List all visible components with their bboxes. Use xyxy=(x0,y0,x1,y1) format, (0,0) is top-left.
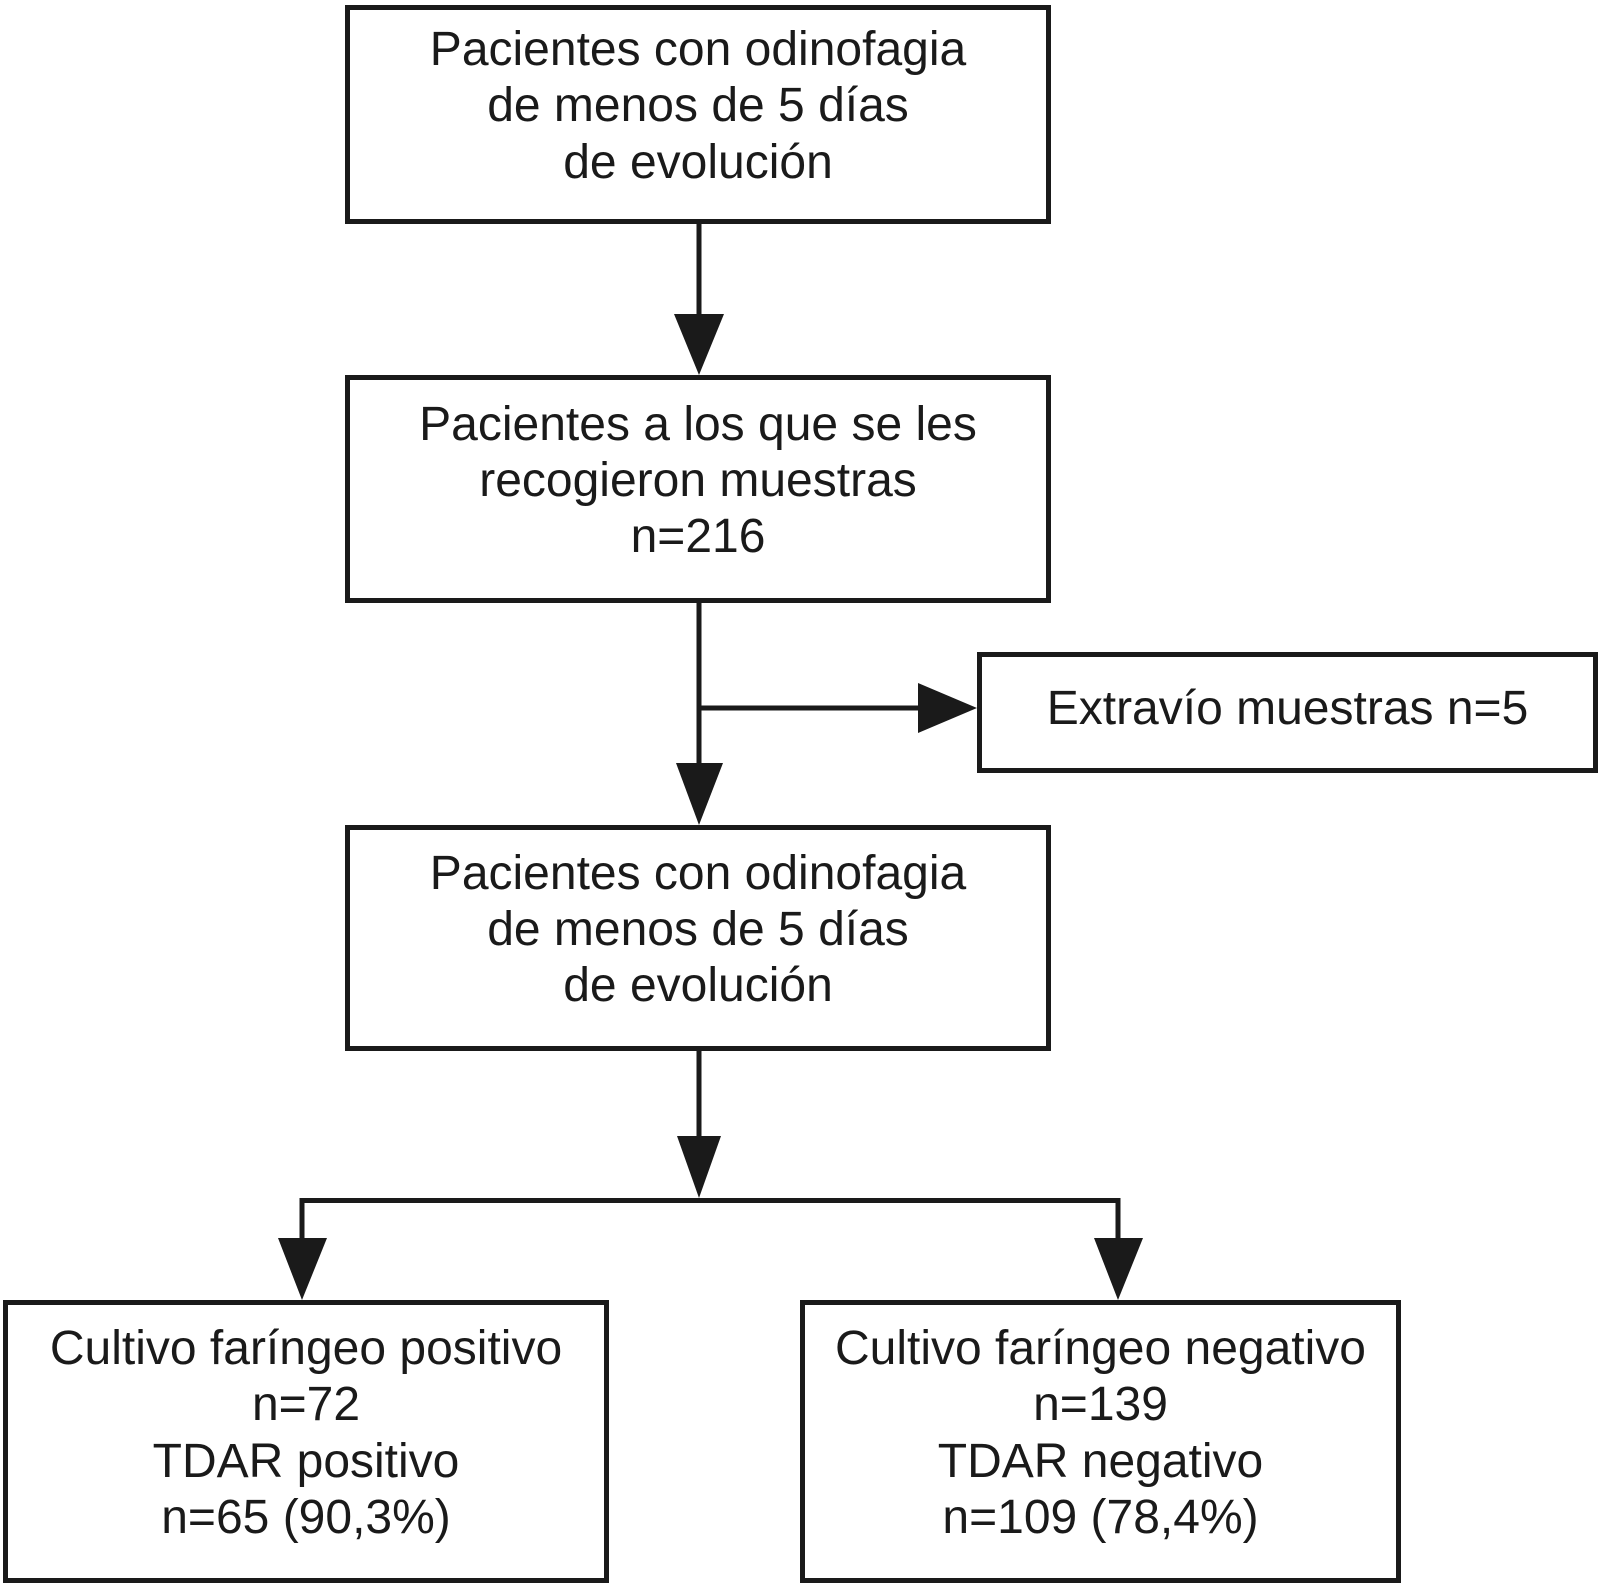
box-text-line: n=216 xyxy=(630,510,766,564)
arrow-to-extravio xyxy=(699,683,977,733)
arrow-top-to-samples xyxy=(674,222,724,375)
box-text-line: Pacientes a los que se les xyxy=(419,397,977,451)
box-text-line: TDAR negativo xyxy=(937,1434,1264,1488)
flow-box-extravio-muestras: Extravío muestras n=5 xyxy=(977,652,1598,773)
arrow-analyzed-to-split xyxy=(677,1049,721,1198)
flow-box-cultivo-negativo: Cultivo faríngeo negativo n=139 TDAR neg… xyxy=(800,1300,1401,1583)
flow-box-cultivo-positivo: Cultivo faríngeo positivo n=72 TDAR posi… xyxy=(3,1300,609,1583)
box-text-line: de menos de 5 días xyxy=(487,902,909,956)
flow-box-pacientes-odinofagia-analizados: Pacientes con odinofagia de menos de 5 d… xyxy=(345,825,1051,1051)
box-text-line: de evolución xyxy=(563,135,833,189)
arrow-split-to-negative xyxy=(1094,1238,1143,1300)
flow-box-muestras-recogidas: Pacientes a los que se les recogieron mu… xyxy=(345,375,1051,603)
box-text-line: n=72 xyxy=(251,1378,361,1432)
box-text-line: Cultivo faríngeo positivo xyxy=(49,1322,563,1376)
box-text-line: TDAR positivo xyxy=(152,1434,460,1488)
box-text-line: recogieron muestras xyxy=(479,453,917,507)
box-text-line: Pacientes con odinofagia xyxy=(429,23,967,77)
flow-box-pacientes-odinofagia-inicial: Pacientes con odinofagia de menos de 5 d… xyxy=(345,5,1051,224)
box-text-line: de evolución xyxy=(563,959,833,1013)
arrow-split-to-positive xyxy=(278,1238,327,1300)
split-connector xyxy=(299,1198,1121,1240)
box-text-line: Cultivo faríngeo negativo xyxy=(835,1322,1366,1376)
box-text-line: n=139 xyxy=(1033,1378,1168,1432)
box-text-line: n=109 (78,4%) xyxy=(942,1490,1259,1544)
box-text-line: Extravío muestras n=5 xyxy=(1046,682,1529,736)
arrow-samples-to-analyzed xyxy=(676,601,723,825)
box-text-line: de menos de 5 días xyxy=(487,79,909,133)
box-text-line: n=65 (90,3%) xyxy=(161,1490,451,1544)
box-text-line: Pacientes con odinofagia xyxy=(429,846,967,900)
